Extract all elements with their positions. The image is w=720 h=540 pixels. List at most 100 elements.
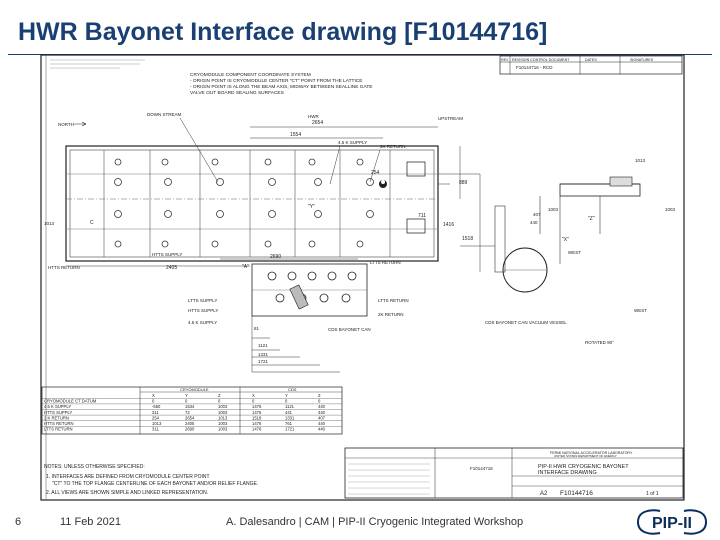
svg-text:2K RETURN: 2K RETURN: [380, 144, 406, 149]
table-cell: 1721: [285, 427, 295, 432]
svg-text:CDS BAYONET CAN: CDS BAYONET CAN: [328, 327, 371, 332]
svg-text:UNITED STATES DEPARTMENT OF EN: UNITED STATES DEPARTMENT OF ENERGY: [554, 454, 617, 458]
page-number: 6: [15, 516, 22, 528]
table-cell: HTTS RETURN: [44, 421, 74, 426]
svg-text:INTERFACE DRAWING: INTERFACE DRAWING: [538, 470, 597, 476]
table-cell: 2690: [185, 427, 195, 432]
svg-text:254: 254: [371, 170, 380, 176]
svg-text:"Z": "Z": [588, 216, 595, 222]
svg-text:A2: A2: [540, 491, 548, 497]
table-cell: 0: [185, 399, 188, 404]
svg-text:4.5 K SUPPLY: 4.5 K SUPPLY: [338, 140, 367, 145]
svg-text:WEST: WEST: [568, 250, 581, 255]
svg-text:DOWN STREAM: DOWN STREAM: [147, 112, 182, 117]
table-cell: 1013: [218, 415, 228, 420]
svg-text:2. ALL VIEWS ARE SHOWN SIMPLE: 2. ALL VIEWS ARE SHOWN SIMPLE AND LINKED…: [46, 490, 208, 496]
table-cell: 1003: [218, 421, 228, 426]
svg-text:2690: 2690: [270, 254, 281, 260]
revision-block: REV REVISION CONTROL DOCUMENT DATES SIGN…: [499, 55, 683, 75]
table-header-cell: Z: [318, 393, 321, 398]
table-cell: 440: [318, 421, 326, 426]
svg-text:HTTS SUPPLY: HTTS SUPPLY: [152, 252, 182, 257]
svg-text:CRYOMODULE COMPONENT COORDINAT: CRYOMODULE COMPONENT COORDINATE SYSTEM: [190, 72, 311, 78]
svg-text:LTTS SUPPLY: LTTS SUPPLY: [188, 298, 217, 303]
table-cell: 1476: [252, 404, 262, 409]
svg-text:UPSTREAM: UPSTREAM: [438, 116, 463, 121]
svg-text:440: 440: [530, 220, 538, 225]
svg-text:HWR: HWR: [308, 114, 319, 119]
table-cell: 440: [318, 404, 326, 409]
svg-text:F10144716: F10144716: [560, 490, 593, 497]
svg-text:1121: 1121: [258, 343, 268, 348]
svg-text:- ORIGIN POINT IS CRYOMODULE C: - ORIGIN POINT IS CRYOMODULE CENTER "CT"…: [190, 78, 362, 84]
svg-text:1. INTERFACES ARE DEFINED FROM: 1. INTERFACES ARE DEFINED FROM CRYOMODUL…: [46, 474, 210, 480]
svg-text:NOTES: UNLESS OTHERWISE SPECIF: NOTES: UNLESS OTHERWISE SPECIFIED:: [44, 464, 145, 470]
table-cell: 4.5 K SUPPLY: [44, 404, 71, 409]
svg-text:ROTATED 90°: ROTATED 90°: [585, 340, 614, 345]
svg-text:2405: 2405: [166, 265, 177, 271]
svg-text:1013: 1013: [44, 221, 55, 226]
svg-text:1003: 1003: [665, 207, 676, 212]
table-cell: 1476: [252, 421, 262, 426]
svg-text:"Y": "Y": [308, 204, 315, 210]
svg-text:1416: 1416: [443, 222, 454, 228]
svg-text:1518: 1518: [462, 236, 473, 242]
table-cell: 0: [152, 399, 155, 404]
svg-text:1003: 1003: [548, 207, 559, 212]
svg-text:LTTS RETURN: LTTS RETURN: [378, 298, 409, 303]
table-cell: 1121: [285, 404, 295, 409]
svg-text:4.5 K SUPPLY: 4.5 K SUPPLY: [188, 320, 217, 325]
table-cell: 441: [285, 410, 293, 415]
svg-text:PIP-II HWR CRYOGENIC BAYONET: PIP-II HWR CRYOGENIC BAYONET: [538, 464, 629, 470]
table-cell: HTTS SUPPLY: [44, 410, 73, 415]
svg-text:1013: 1013: [635, 158, 646, 163]
table-cell: 72: [185, 410, 190, 415]
cryomodule-plan-view: "Y" C "A": [65, 145, 439, 270]
table-cell: 761: [285, 421, 293, 426]
svg-text:1 of 1: 1 of 1: [646, 491, 659, 497]
svg-text:407: 407: [533, 212, 541, 217]
table-cell: 311: [152, 427, 159, 432]
table-cell: 1476: [252, 410, 262, 415]
table-cell: 1476: [252, 427, 262, 432]
drawing-notes: NOTES: UNLESS OTHERWISE SPECIFIED: 1. IN…: [44, 464, 258, 496]
table-cell: 2 K RETURN: [44, 415, 69, 420]
table-cell: 2405: [185, 421, 195, 426]
logo-text: PIP-II: [652, 515, 692, 532]
rev-header-rev: REV: [501, 58, 509, 62]
coordinate-note: CRYOMODULE COMPONENT COORDINATE SYSTEM -…: [190, 72, 373, 96]
svg-text:81: 81: [254, 326, 260, 331]
svg-text:F10144716: F10144716: [470, 466, 493, 471]
table-cell: 0: [285, 399, 288, 404]
table-cell: 1003: [218, 427, 228, 432]
table-cell: 440: [318, 410, 326, 415]
table-cell: 1013: [152, 421, 162, 426]
svg-text:HTTS RETURN: HTTS RETURN: [48, 265, 80, 270]
svg-text:FERMI NATIONAL ACCELERATOR LAB: FERMI NATIONAL ACCELERATOR LABORATORY: [550, 451, 633, 455]
svg-text:CDS: CDS: [288, 387, 297, 392]
svg-text:LTTS RETURN: LTTS RETURN: [370, 260, 401, 265]
footer-text: A. Dalesandro | CAM | PIP-II Cryogenic I…: [226, 516, 524, 528]
detail-view-a: LTTS SUPPLY HTTS SUPPLY 4.5 K SUPPLY LTT…: [188, 263, 409, 373]
svg-text:889: 889: [459, 180, 468, 186]
svg-text:1721: 1721: [258, 359, 269, 364]
svg-text:CRYOMODULE: CRYOMODULE: [180, 387, 209, 392]
table-cell: 254: [152, 415, 160, 420]
table-cell: LTTS RETURN: [44, 427, 73, 432]
rev-header-signatures: SIGNATURES: [630, 58, 654, 62]
table-cell: 0: [218, 399, 221, 404]
table-header-cell: X: [252, 393, 255, 398]
slide-date: 11 Feb 2021: [60, 516, 121, 528]
drawing-border: [40, 54, 685, 501]
rev-header-doc: REVISION CONTROL DOCUMENT: [512, 58, 570, 62]
table-cell: 2654: [185, 415, 195, 420]
table-cell: 0: [252, 399, 255, 404]
svg-text:2654: 2654: [312, 120, 323, 126]
table-cell: 1003: [218, 404, 228, 409]
end-view: "Z" "X" WEST 1013 1003 1003 407 440 CDS …: [485, 158, 676, 345]
rev-value: F10144716 - RCD: [516, 65, 553, 70]
svg-text:711: 711: [418, 213, 426, 219]
table-cell: 1518: [252, 415, 262, 420]
svg-text:- ORIGIN POINT IS ALONG THE BE: - ORIGIN POINT IS ALONG THE BEAM AXIS, M…: [190, 84, 373, 90]
